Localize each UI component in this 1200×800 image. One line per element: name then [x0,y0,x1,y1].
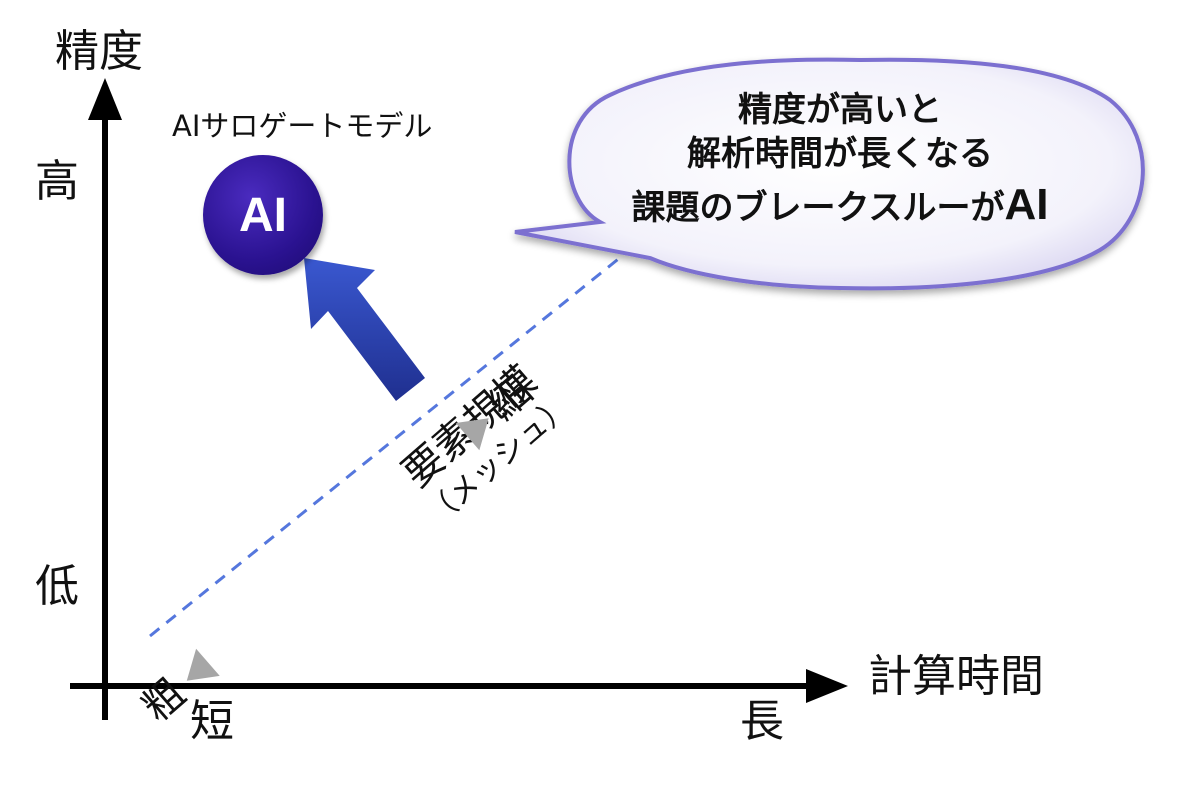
callout-line-3-prefix: 課題のブレークスルーが [631,188,1005,229]
improvement-arrow [304,258,425,401]
x-axis-short-label: 短 [190,696,234,747]
callout-line-3-emphasis: AI [1004,180,1049,230]
callout-line-1: 精度が高いと [738,90,942,130]
x-axis-title: 計算時間 [868,651,1044,702]
x-axis-long-label: 長 [740,696,784,747]
x-axis-arrowhead [806,669,848,703]
ai-badge: AI [203,155,323,275]
ai-badge-text: AI [239,188,287,242]
callout-text: 精度が高いと 解析時間が長くなる 課題のブレークスルーがAI [560,88,1120,234]
callout-line-2: 解析時間が長くなる [687,134,993,175]
ai-model-label: AIサロゲートモデル [172,109,433,143]
y-axis-low-label: 低 [35,561,79,612]
y-axis-high-label: 高 [35,156,79,207]
y-axis-arrowhead [88,78,122,120]
y-axis-title: 精度 [55,26,143,77]
trend-line [149,246,633,638]
callout-line-3: 課題のブレークスルーがAI [560,176,1120,233]
callout-bubble [514,57,1145,291]
